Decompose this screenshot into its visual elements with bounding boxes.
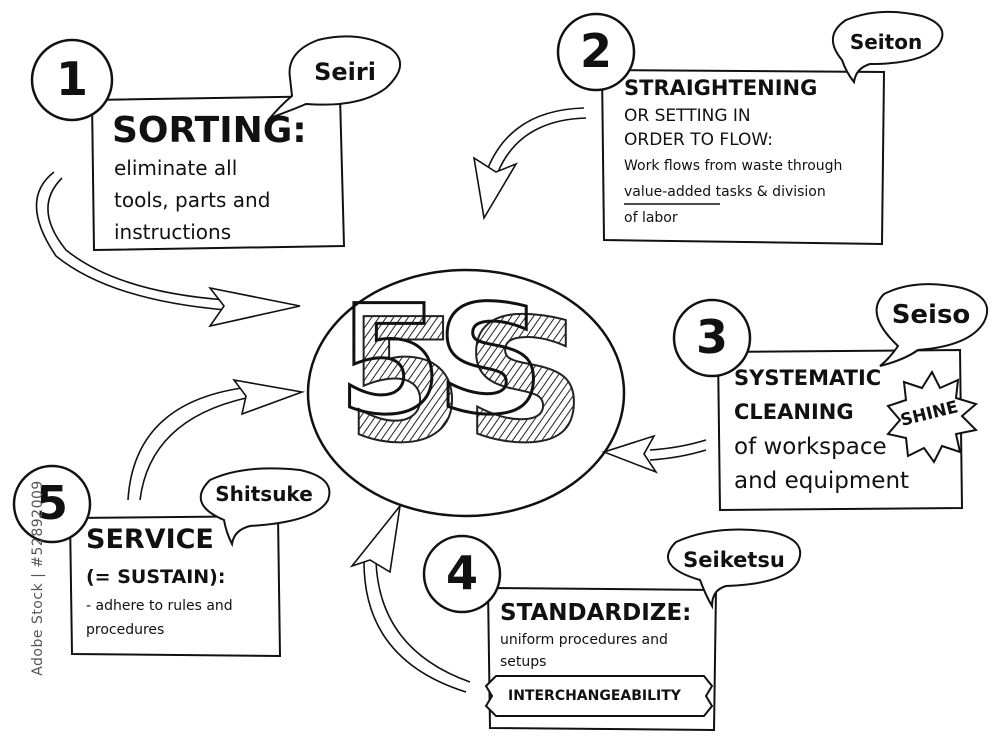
center-ellipse	[306, 268, 626, 518]
step-number-1: 1	[55, 52, 88, 106]
box-cleaning	[716, 348, 964, 512]
bubble-seiri	[266, 35, 401, 121]
bubble-seiso	[875, 283, 989, 367]
step-3-title-line-2: CLEANING	[734, 400, 854, 424]
number-circle-5	[12, 464, 92, 544]
step-3-body-line-2: and equipment	[734, 468, 910, 494]
step-4-title: STANDARDIZE:	[500, 600, 692, 626]
step-number-3: 3	[695, 310, 728, 364]
japanese-term-seiri: Seiri	[314, 58, 376, 86]
step-1-body-line-2: tools, parts and	[114, 188, 271, 212]
step-3-title-line-1: SYSTEMATIC	[734, 366, 882, 390]
step-3-body-line-1: of workspace	[734, 434, 887, 460]
arrow-5	[139, 397, 247, 501]
number-circle-2	[556, 12, 636, 92]
bubble-seiketsu	[667, 528, 802, 610]
step-2-body-line-1: Work flows from waste through	[624, 158, 843, 174]
arrow-3	[649, 439, 707, 451]
box-sorting	[90, 94, 346, 252]
arrow-2	[497, 117, 587, 173]
arrow-2-head	[472, 156, 518, 221]
arrow-4-head	[349, 503, 402, 574]
japanese-term-seiton: Seiton	[849, 30, 923, 54]
arrow-3-head	[601, 434, 659, 474]
step-5-body-line-1: - adhere to rules and	[86, 598, 233, 614]
step-2-subtitle-line-1: OR SETTING IN	[624, 106, 751, 126]
arrow-1	[35, 171, 227, 311]
arrow-4	[375, 561, 471, 683]
arrow-1-head	[208, 286, 301, 328]
box-straightening	[600, 68, 886, 246]
stock-watermark: Adobe Stock | #52892009	[29, 480, 46, 676]
step-5-subtitle: (= SUSTAIN):	[86, 566, 226, 588]
step-number-4: 4	[445, 546, 478, 600]
number-circle-3	[672, 298, 752, 378]
interchangeability-banner	[484, 675, 714, 717]
arrow-5-head	[232, 378, 306, 416]
step-1-body-line-3: instructions	[114, 220, 232, 244]
step-number-2: 2	[579, 24, 612, 78]
japanese-term-seiketsu: Seiketsu	[683, 548, 785, 572]
bubble-shitsuke	[199, 467, 331, 548]
shine-starburst	[886, 369, 979, 464]
center-5s-shadow: 5S	[346, 283, 587, 481]
step-1-title: SORTING:	[112, 110, 307, 151]
japanese-term-seiso: Seiso	[891, 300, 971, 330]
step-5-title: SERVICE	[86, 524, 214, 555]
step-4-body-line-1: uniform procedures and	[500, 632, 668, 648]
number-circle-1	[30, 38, 114, 122]
number-circle-4	[422, 534, 502, 614]
step-2-body-line-2: value-added tasks & division	[624, 184, 826, 200]
interchangeability-label: INTERCHANGEABILITY	[508, 688, 681, 704]
step-5-body-line-2: procedures	[86, 622, 165, 638]
step-number-5: 5	[35, 476, 68, 530]
step-2-subtitle-line-2: ORDER TO FLOW:	[624, 130, 773, 150]
step-4-body-line-2: setups	[500, 654, 547, 670]
step-2-body-line-3: of labor	[624, 210, 678, 226]
step-1-body-line-1: eliminate all	[114, 156, 238, 180]
center-5s-label: 5S	[336, 274, 545, 448]
japanese-term-shitsuke: Shitsuke	[215, 482, 313, 506]
bubble-seiton	[832, 10, 944, 85]
box-service	[68, 514, 282, 658]
step-2-title: STRAIGHTENING	[624, 76, 818, 100]
